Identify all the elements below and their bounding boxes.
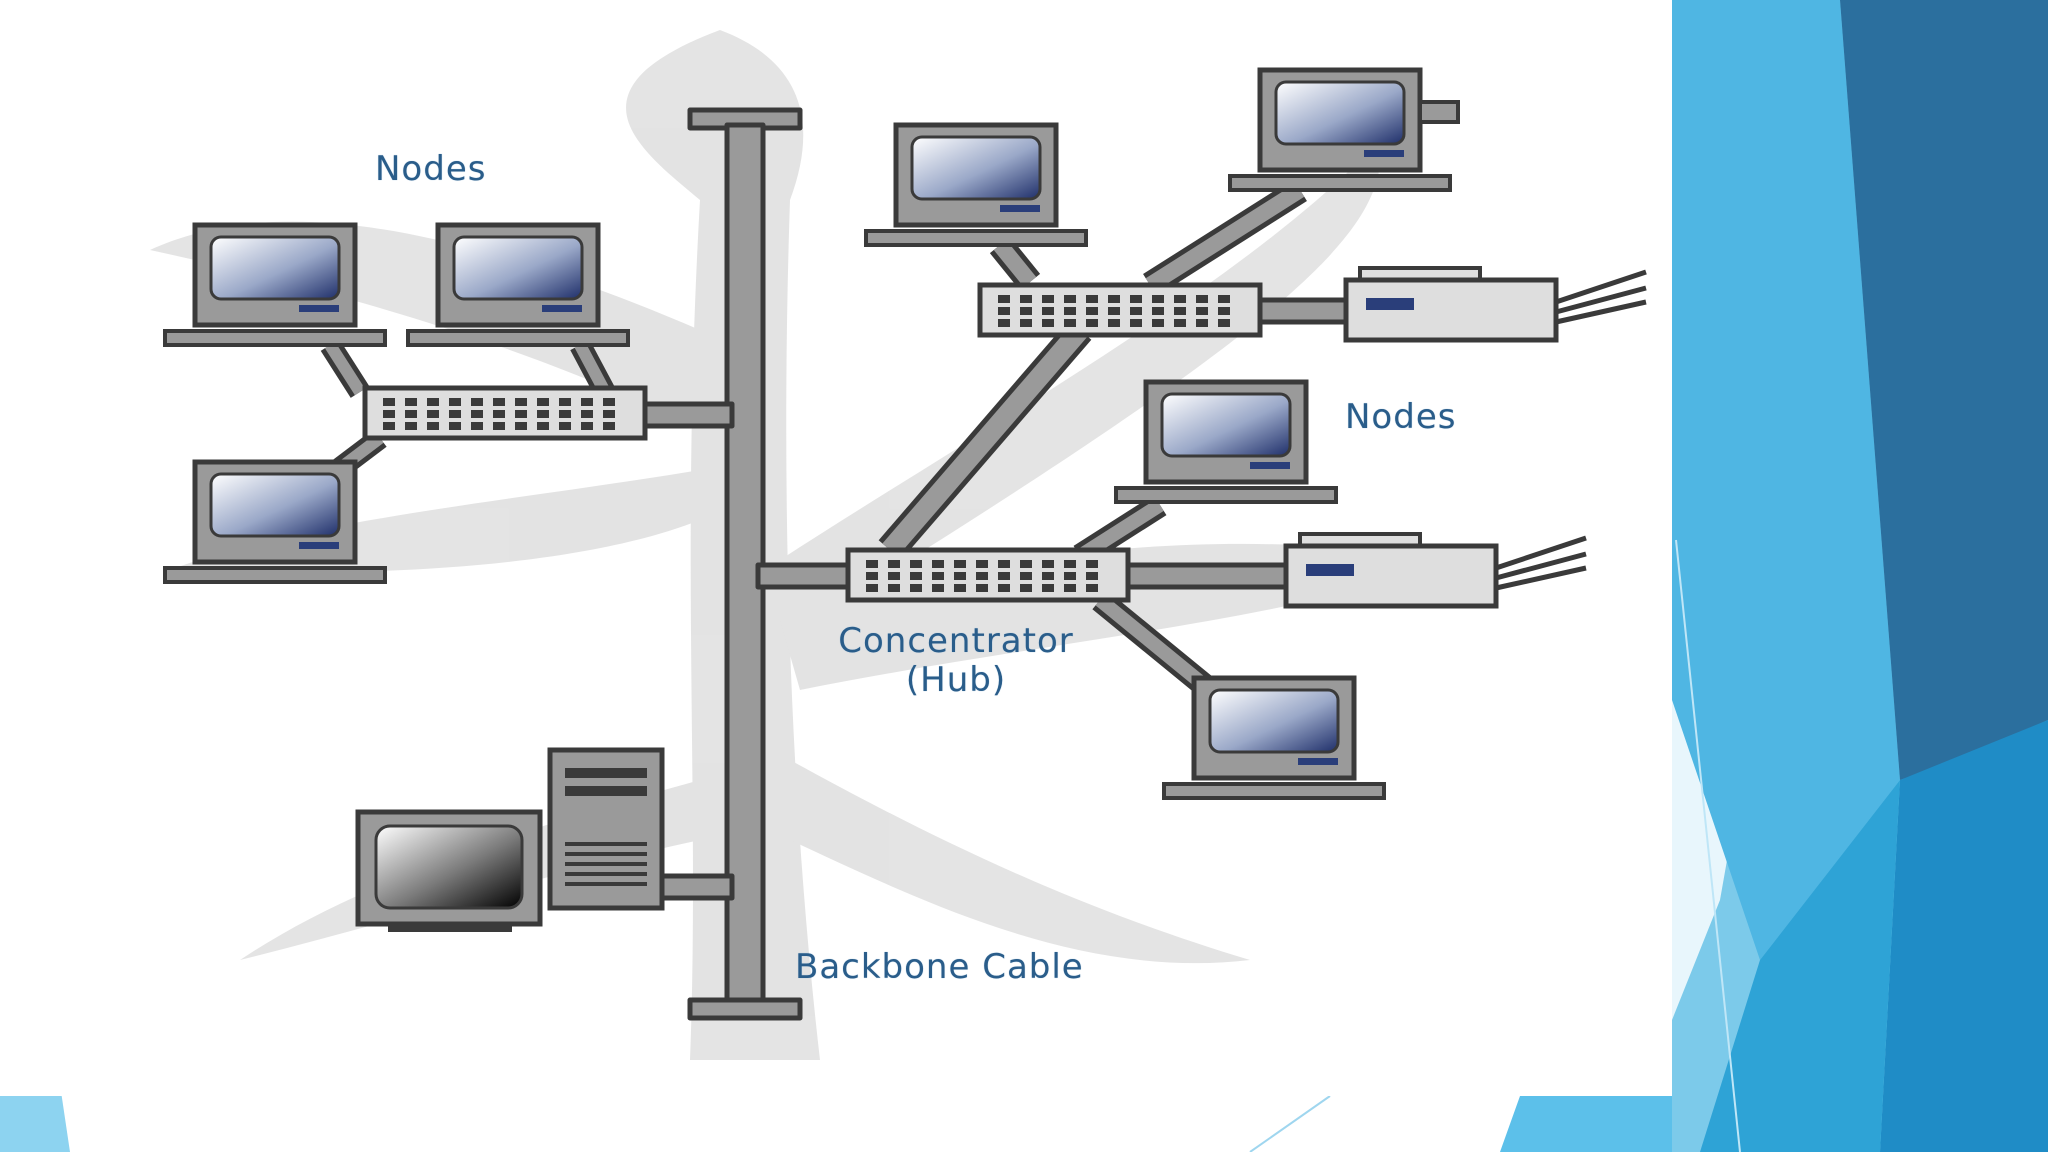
printer-icon bbox=[1346, 268, 1646, 340]
crt-monitor-icon bbox=[355, 809, 543, 932]
desktop-computer-icon bbox=[165, 225, 385, 345]
desktop-computer-icon bbox=[866, 125, 1086, 245]
hub-icon bbox=[365, 388, 645, 438]
concentrator-hub-label: Concentrator (Hub) bbox=[776, 621, 1136, 701]
nodes-label-right: Nodes bbox=[1345, 397, 1457, 437]
server-tower-icon bbox=[547, 747, 665, 911]
bottom-accent-facet bbox=[1500, 1096, 1672, 1152]
printer-icon bbox=[1286, 534, 1586, 606]
hub-icon bbox=[980, 285, 1260, 335]
hub-icon bbox=[848, 550, 1128, 600]
server-workstation bbox=[355, 747, 665, 932]
desktop-computer-icon bbox=[1230, 70, 1460, 190]
network-cables bbox=[320, 107, 1349, 1021]
desktop-computer-icon bbox=[1116, 382, 1336, 502]
right-panel-bright-facet bbox=[1700, 780, 1900, 1152]
concentrator-label-line1: Concentrator bbox=[838, 621, 1074, 661]
concentrator-label-line2: (Hub) bbox=[905, 660, 1007, 701]
accent-thin-line bbox=[1675, 539, 1741, 1152]
desktop-computer-icon bbox=[408, 225, 628, 345]
nodes-label-left: Nodes bbox=[375, 149, 487, 189]
right-panel-mid-facet bbox=[1672, 0, 1900, 960]
right-panel-deep-facet bbox=[1880, 720, 2048, 1152]
backbone-cable-label: Backbone Cable bbox=[795, 947, 1084, 987]
accent-thin-line bbox=[1249, 1095, 1331, 1152]
desktop-computer-icon bbox=[1164, 678, 1384, 798]
right-panel-dark-facet bbox=[1840, 0, 2048, 780]
desktop-computer-icon bbox=[165, 462, 385, 582]
